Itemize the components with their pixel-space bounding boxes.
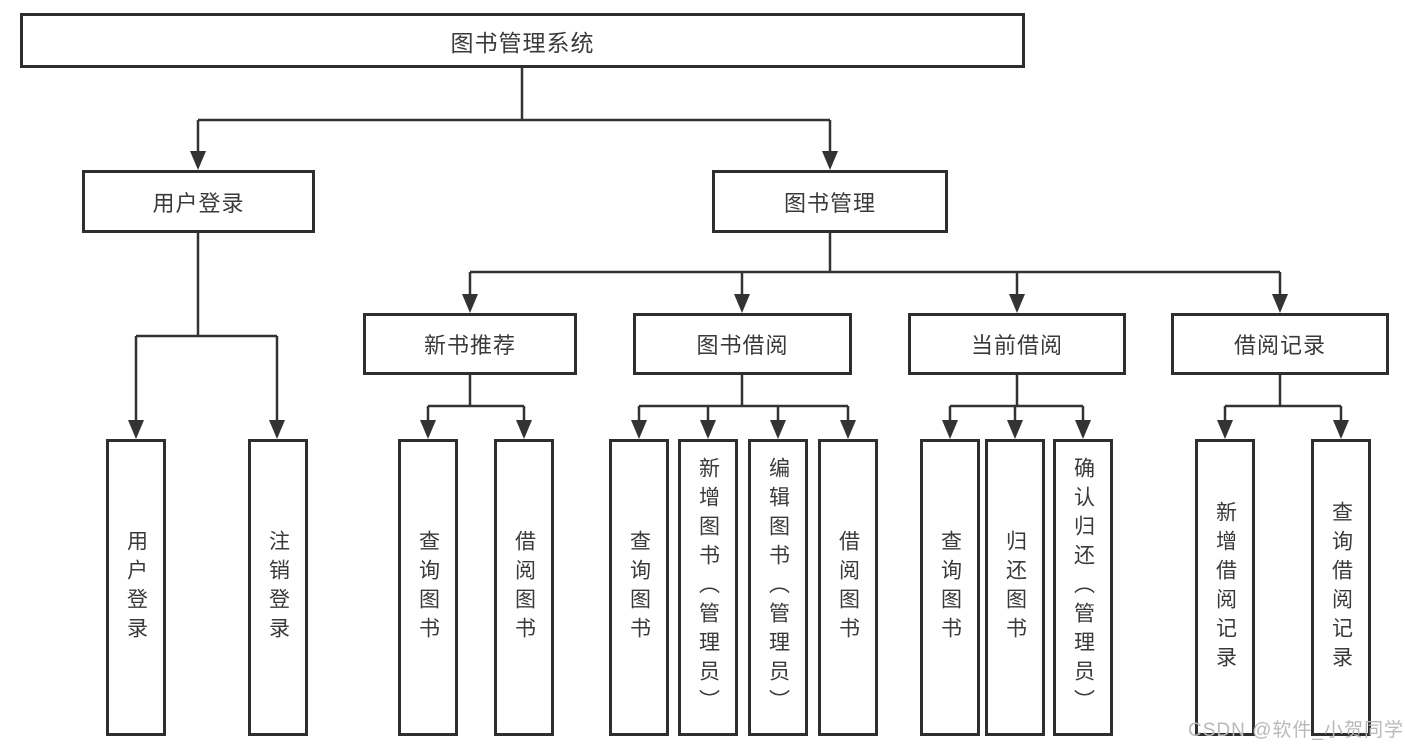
leaf-borrow-borrow-books: 借阅图书: [818, 439, 878, 736]
leaf-recommend-borrow-books: 借阅图书: [494, 439, 554, 736]
connector-book-management-to-level3: [462, 233, 1288, 313]
leaf-borrow-add-books-admin: 新增图书（管理员）: [678, 439, 738, 736]
watermark: CSDN @软件_小贺同学: [1188, 720, 1404, 741]
leaf-label: 注销登录: [266, 529, 290, 646]
leaf-records-add-borrow-record: 新增借阅记录: [1195, 439, 1255, 736]
leaf-borrow-query-books: 查询图书: [609, 439, 669, 736]
leaf-borrow-edit-books-admin: 编辑图书（管理员）: [748, 439, 808, 736]
leaf-user-login: 用户登录: [106, 439, 166, 736]
node-book-borrowing: 图书借阅: [633, 313, 852, 375]
node-current-borrowing: 当前借阅: [908, 313, 1126, 375]
node-borrowing-records: 借阅记录: [1171, 313, 1389, 375]
leaf-label: 查询图书: [416, 529, 440, 646]
leaf-logout: 注销登录: [248, 439, 308, 736]
leaf-current-query-books: 查询图书: [920, 439, 980, 736]
leaf-label: 新增借阅记录: [1213, 500, 1237, 675]
leaf-recommend-query-books: 查询图书: [398, 439, 458, 736]
leaf-label: 查询图书: [627, 529, 651, 646]
leaf-label: 用户登录: [124, 529, 148, 646]
node-book-management: 图书管理: [712, 170, 948, 233]
leaf-label: 查询借阅记录: [1329, 500, 1353, 675]
leaf-current-return-books: 归还图书: [985, 439, 1045, 736]
node-new-book-recommendation: 新书推荐: [363, 313, 577, 375]
leaf-label: 借阅图书: [836, 529, 860, 646]
leaf-label: 确认归还（管理员）: [1071, 457, 1095, 718]
leaf-label: 查询图书: [938, 529, 962, 646]
leaf-records-query-borrow-record: 查询借阅记录: [1311, 439, 1371, 736]
leaf-label: 归还图书: [1003, 529, 1027, 646]
leaf-current-confirm-return-admin: 确认归还（管理员）: [1053, 439, 1113, 736]
leaf-label: 借阅图书: [512, 529, 536, 646]
connector-current-borrowing-to-leaves: [942, 375, 1091, 439]
node-user-login-group: 用户登录: [82, 170, 315, 233]
leaf-label: 新增图书（管理员）: [696, 457, 720, 718]
connector-user-login-to-leaves: [128, 233, 285, 439]
leaf-label: 编辑图书（管理员）: [766, 457, 790, 718]
connector-new-book-recommendation-to-leaves: [420, 375, 532, 439]
connector-borrowing-records-to-leaves: [1217, 375, 1349, 439]
connector-root-to-level2: [190, 68, 838, 170]
connector-book-borrowing-to-leaves: [631, 375, 856, 439]
node-library-system: 图书管理系统: [20, 13, 1025, 68]
